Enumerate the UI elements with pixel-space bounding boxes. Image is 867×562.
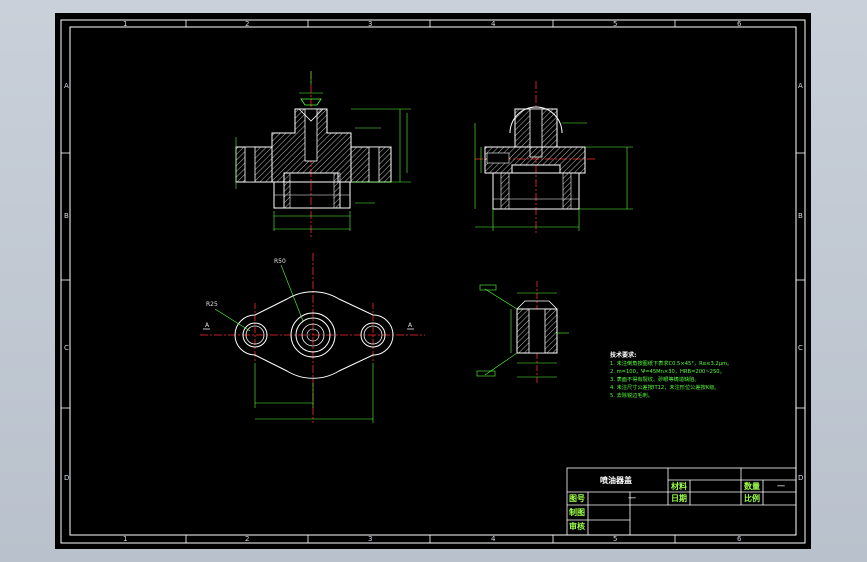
quantity-value: 一 xyxy=(777,482,785,491)
zone-col-3-top: 3 xyxy=(368,20,373,28)
zone-row-b-left: B xyxy=(64,212,69,220)
zone-col-6-bottom: 6 xyxy=(737,535,742,543)
section-mark-right: A xyxy=(408,322,413,329)
quantity-label: 数量 xyxy=(744,482,760,491)
drawing-number-value: 一 xyxy=(628,494,636,503)
side-section-view xyxy=(474,81,633,235)
title-block-grid xyxy=(566,467,797,536)
checked-by-label: 审核 xyxy=(569,522,585,531)
zone-row-c-left: C xyxy=(64,344,69,352)
detail-view xyxy=(476,281,569,385)
zone-col-5-top: 5 xyxy=(613,20,618,28)
main-section-view xyxy=(235,71,411,239)
outer-border xyxy=(60,19,806,544)
material-label: 材料 xyxy=(671,482,687,491)
requirement-item: 1. 未注倒角按图纸下表求C0.5×45°，Rα≤3.2μm。 xyxy=(610,361,733,367)
scale-label: 比例 xyxy=(744,494,760,503)
zone-col-1-bottom: 1 xyxy=(123,535,128,543)
zone-col-3-bottom: 3 xyxy=(368,535,373,543)
zone-row-d-right: D xyxy=(798,474,804,482)
zone-col-4-bottom: 4 xyxy=(491,535,496,543)
section-mark-left: A xyxy=(205,322,210,329)
zone-row-a-right: A xyxy=(798,82,803,90)
zone-col-2-bottom: 2 xyxy=(245,535,250,543)
requirement-item: 5. 去除锐边毛刺。 xyxy=(610,393,653,399)
zone-col-5-bottom: 5 xyxy=(613,535,618,543)
requirement-item: 4. 未注尺寸公差按IT12，未注形位公差按K级。 xyxy=(610,385,720,391)
zone-row-b-right: B xyxy=(798,212,803,220)
zone-ticks xyxy=(61,20,805,543)
zone-col-1-top: 1 xyxy=(123,20,128,28)
drawing-canvas xyxy=(60,19,806,544)
part-name: 喷油器盖 xyxy=(600,476,632,485)
drawn-by-label: 制图 xyxy=(569,508,585,517)
zone-row-a-left: A xyxy=(64,82,69,90)
radius-label-large: R50 xyxy=(274,258,286,265)
technical-requirements: 技术要求: 1. 未注倒角按图纸下表求C0.5×45°，Rα≤3.2μm。 2.… xyxy=(610,352,732,400)
zone-row-c-right: C xyxy=(798,344,803,352)
inner-border xyxy=(69,26,797,536)
technical-requirements-title: 技术要求: xyxy=(610,352,637,359)
zone-col-6-top: 6 xyxy=(737,20,742,28)
requirement-item: 3. 表面不得有裂纹、砂眼等铸造缺陷。 xyxy=(610,377,700,383)
requirement-item: 2. m=100，Ψ=45Mn×30，HRB=200~250。 xyxy=(610,369,725,375)
zone-col-4-top: 4 xyxy=(491,20,496,28)
plan-view xyxy=(200,253,425,423)
drawing-sheet: 1 2 3 4 5 6 1 2 3 4 5 6 A B C D A B C D … xyxy=(55,13,811,549)
zone-col-2-top: 2 xyxy=(245,20,250,28)
drawing-number-label: 图号 xyxy=(569,494,585,503)
zone-row-d-left: D xyxy=(64,474,70,482)
date-label: 日期 xyxy=(671,494,687,503)
radius-label-small: R25 xyxy=(206,301,218,308)
